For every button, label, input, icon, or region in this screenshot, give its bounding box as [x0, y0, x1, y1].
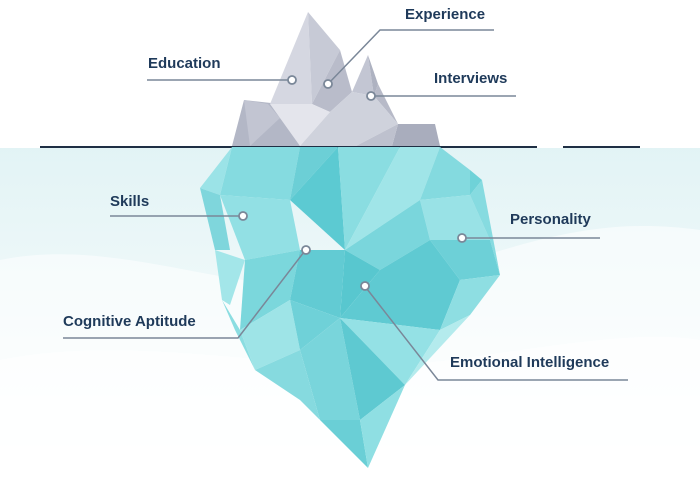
leader-lines — [63, 29, 628, 381]
leader-experience — [327, 29, 494, 85]
label-skills: Skills — [110, 193, 150, 210]
label-cognitive-aptitude: Cognitive Aptitude — [63, 313, 196, 330]
label-emotional-intelligence: Emotional Intelligence — [450, 354, 610, 371]
leader-emotional — [366, 288, 628, 381]
marker-emotional — [360, 281, 370, 291]
marker-experience — [323, 79, 333, 89]
label-personality: Personality — [510, 211, 591, 228]
marker-personality — [457, 233, 467, 243]
iceberg-body — [200, 147, 500, 468]
leader-cognitive — [63, 251, 305, 339]
marker-skills — [238, 211, 248, 221]
label-education: Education — [148, 55, 221, 72]
label-interviews: Interviews — [434, 70, 508, 87]
marker-education — [287, 75, 297, 85]
marker-cognitive — [301, 245, 311, 255]
marker-interviews — [366, 91, 376, 101]
iceberg-tip — [232, 12, 440, 146]
markers — [238, 75, 467, 291]
label-experience: Experience — [405, 6, 486, 23]
